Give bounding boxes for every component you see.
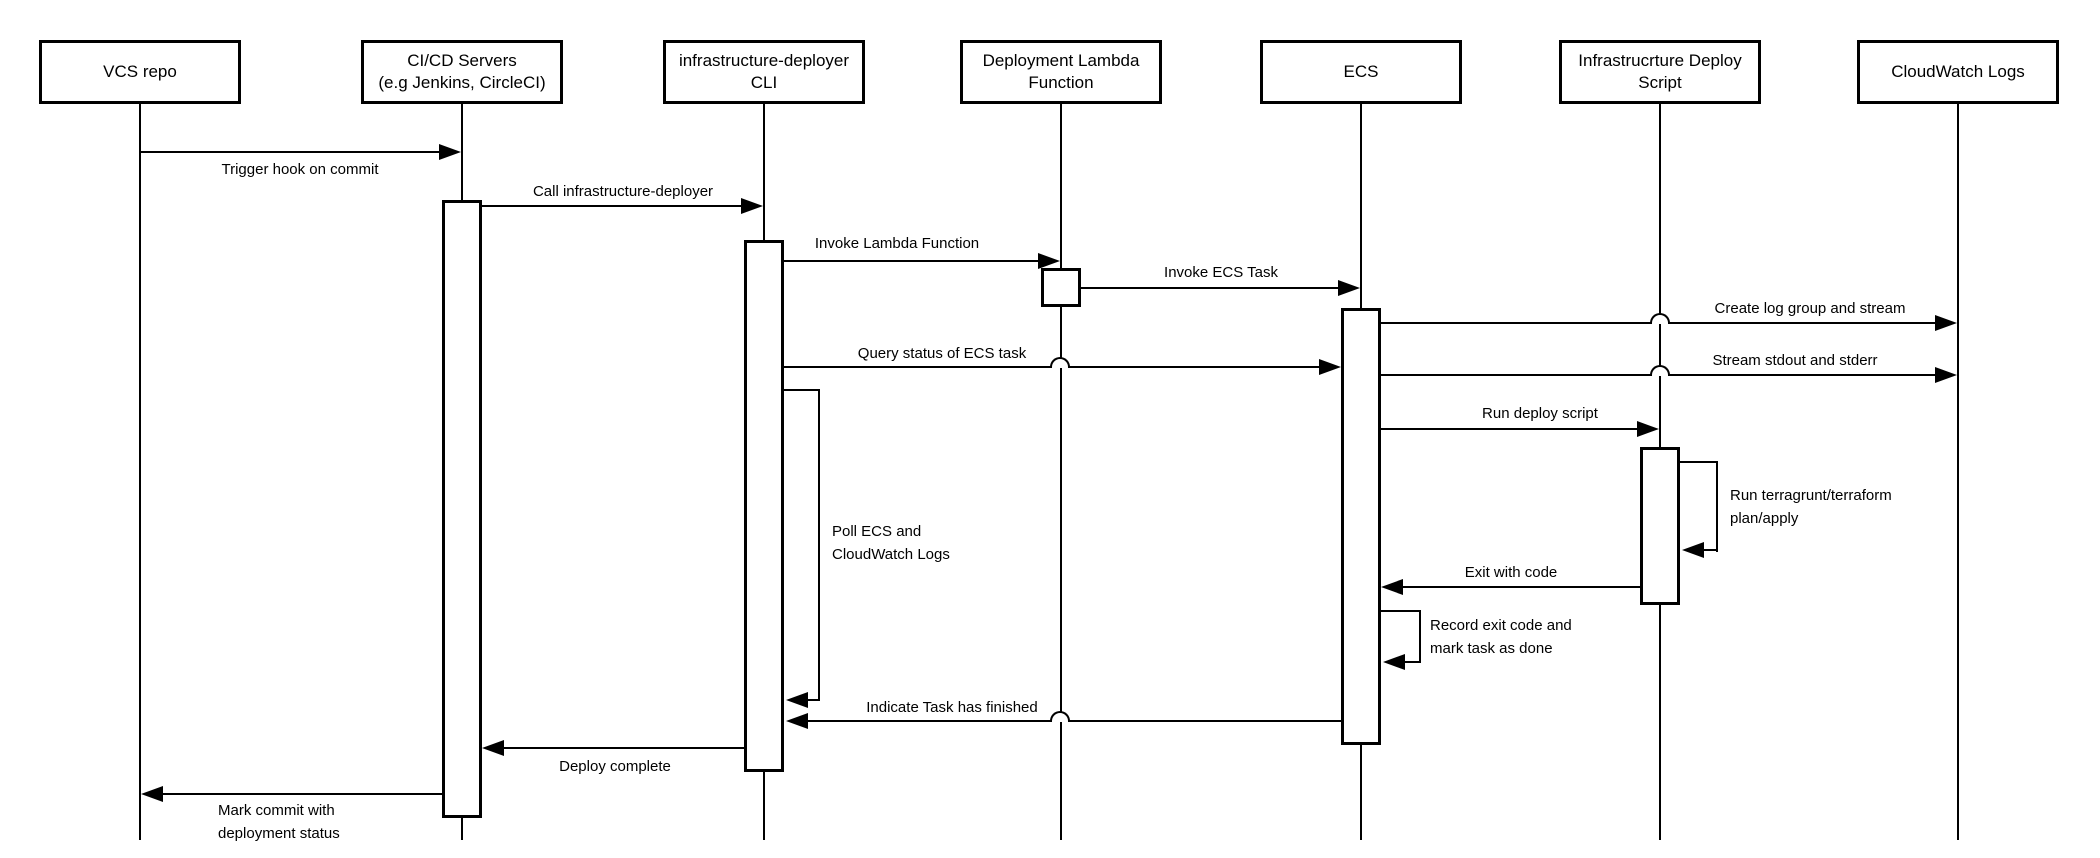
selfloop-poll-bottom [806,699,820,701]
message-label-invoke-ecs-task: Invoke ECS Task [1164,264,1278,281]
message-line-deploy-complete [504,747,744,749]
message-label-terraform: Run terragrunt/terraform plan/apply [1730,487,1892,527]
message-line-call-deployer [482,205,747,207]
selfloop-terraform-top [1680,461,1718,463]
actor-box-cicd-servers: CI/CD Servers (e.g Jenkins, CircleCI) [361,40,563,104]
message-label-invoke-lambda: Invoke Lambda Function [814,235,980,252]
message-line-run-deploy-script [1381,428,1643,430]
selfloop-poll-right [818,389,820,701]
message-label-create-log-group: Create log group and stream [1714,300,1906,317]
arrowhead-invoke-ecs-task [1338,280,1360,296]
message-label-call-deployer: Call infrastructure-deployer [532,183,714,200]
arrowhead-exit-with-code [1381,579,1403,595]
message-label-poll: Poll ECS and CloudWatch Logs [832,523,950,563]
message-label-task-finished: Indicate Task has finished [866,699,1038,716]
actor-box-infrastructure-deploy-script: Infrastrucrture Deploy Script [1559,40,1761,104]
message-label-stream-stdout: Stream stdout and stderr [1712,352,1878,369]
actor-box-vcs-repo: VCS repo [39,40,241,104]
message-line-invoke-ecs-task [1081,287,1344,289]
message-label-mark-commit: Mark commit with deployment status [218,802,340,842]
message-line-invoke-lambda [784,260,1044,262]
actor-box-deployment-lambda-function: Deployment Lambda Function [960,40,1162,104]
selfloop-record-exit-right [1419,610,1421,663]
activation-bar-deployment-lambda-function [1041,268,1081,307]
selfloop-record-exit-top [1381,610,1421,612]
activation-bar-infrastructure-deploy-script [1640,447,1680,605]
arrowhead-mark-commit [141,786,163,802]
activation-bar-cicd-servers [442,200,482,818]
arrowhead-deploy-complete [482,740,504,756]
selfloop-terraform-bottom [1702,549,1718,551]
line-hop-create-log-group [1650,313,1670,324]
arrowhead-invoke-lambda [1038,253,1060,269]
selfloop-terraform-right [1716,461,1718,552]
message-line-exit-with-code [1403,586,1640,588]
activation-bar-infrastructure-deployer-cli [744,240,784,772]
arrowhead-stream-stdout [1935,367,1957,383]
lifeline-vcs-repo [139,104,141,840]
arrowhead-call-deployer [741,198,763,214]
actor-box-ecs: ECS [1260,40,1462,104]
selfloop-poll-top [784,389,820,391]
activation-bar-ecs [1341,308,1381,745]
actor-box-infrastructure-deployer-cli: infrastructure-deployer CLI [663,40,865,104]
lifeline-cloudwatch-logs [1957,104,1959,840]
message-line-task-finished [806,720,1341,722]
message-line-trigger-hook [141,151,445,153]
arrowhead-query-status [1319,359,1341,375]
line-hop-task-finished [1050,711,1070,722]
arrowhead-create-log-group [1935,315,1957,331]
message-label-query-status: Query status of ECS task [857,345,1027,362]
arrowhead-task-finished [786,713,808,729]
lifeline-deployment-lambda-function [1060,104,1062,840]
message-line-mark-commit [163,793,442,795]
message-label-run-deploy-script: Run deploy script [1482,405,1598,422]
message-label-trigger-hook: Trigger hook on commit [221,161,379,178]
line-hop-query-status [1050,357,1070,368]
message-label-deploy-complete: Deploy complete [559,758,671,775]
arrowhead-poll [786,692,808,708]
selfloop-record-exit-bottom [1405,661,1421,663]
arrowhead-run-deploy-script [1637,421,1659,437]
arrowhead-trigger-hook [439,144,461,160]
line-hop-stream-stdout [1650,365,1670,376]
arrowhead-record-exit [1383,654,1405,670]
actor-box-cloudwatch-logs: CloudWatch Logs [1857,40,2059,104]
message-label-exit-with-code: Exit with code [1464,564,1558,581]
arrowhead-terraform [1682,542,1704,558]
message-label-record-exit: Record exit code and mark task as done [1430,617,1572,657]
